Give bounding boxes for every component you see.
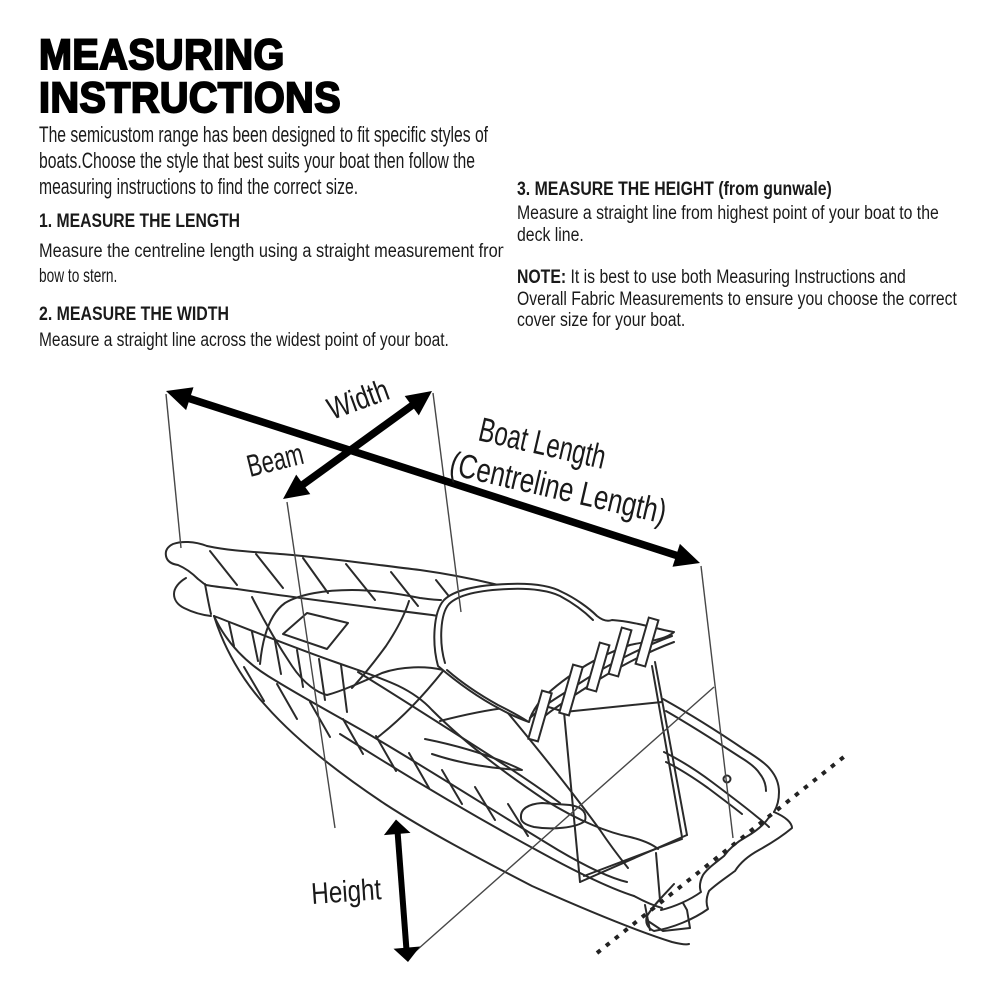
svg-text:Height: Height [310,873,383,911]
svg-text:Width: Width [322,372,393,426]
